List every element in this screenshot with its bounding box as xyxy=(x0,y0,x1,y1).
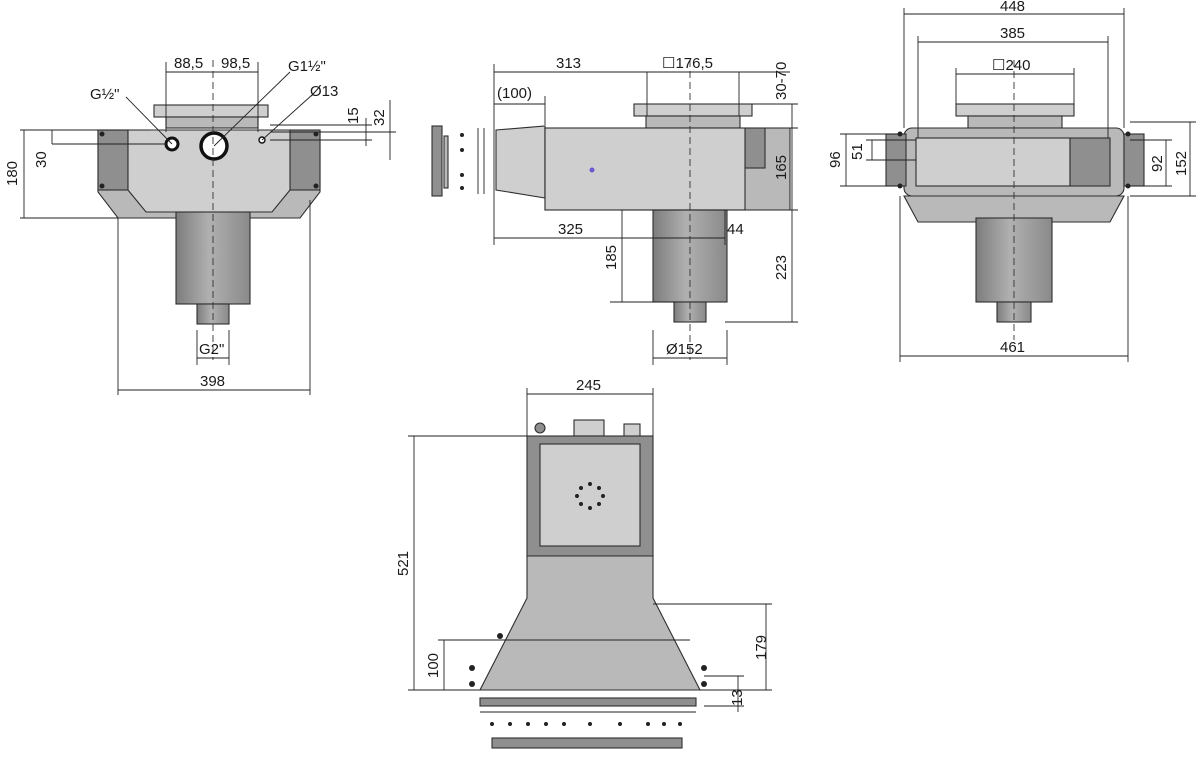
right-dim-51: 51 xyxy=(849,143,866,160)
side-dim-sq176: ☐176,5 xyxy=(662,55,713,72)
drain-holes xyxy=(575,482,605,510)
side-dim-223: 223 xyxy=(773,255,790,280)
front-dim-88-5: 88,5 xyxy=(174,55,203,72)
side-view xyxy=(431,60,798,365)
bottom-dim-100: 100 xyxy=(425,653,442,678)
front-dim-15: 15 xyxy=(345,107,362,124)
right-dim-385: 385 xyxy=(1000,25,1025,42)
side-dim-100: (100) xyxy=(497,85,532,102)
front-dim-g-1half: G1½" xyxy=(288,58,326,75)
side-dim-165: 165 xyxy=(773,155,790,180)
side-dim-185: 185 xyxy=(603,245,620,270)
right-dim-sq240: ☐240 xyxy=(992,57,1030,74)
side-dim-325: 325 xyxy=(558,221,583,238)
right-dim-461: 461 xyxy=(1000,339,1025,356)
right-dim-448: 448 xyxy=(1000,0,1025,15)
bottom-dim-13: 13 xyxy=(729,689,746,706)
front-dim-d13: Ø13 xyxy=(310,83,338,100)
front-dim-180: 180 xyxy=(4,161,21,186)
side-dim-44: 44 xyxy=(727,221,744,238)
side-dim-313: 313 xyxy=(556,55,581,72)
front-dim-g2: G2" xyxy=(199,341,224,358)
front-dim-98-5: 98,5 xyxy=(221,55,250,72)
bottom-dim-179: 179 xyxy=(753,635,770,660)
right-dim-92: 92 xyxy=(1149,155,1166,172)
front-dim-32: 32 xyxy=(371,109,388,126)
right-dim-152: 152 xyxy=(1173,151,1190,176)
front-dim-30: 30 xyxy=(33,151,50,168)
bolt-row xyxy=(490,722,682,726)
right-dim-96: 96 xyxy=(827,151,844,168)
bottom-dim-245: 245 xyxy=(576,377,601,394)
front-dim-g-half: G½" xyxy=(90,86,120,103)
right-view xyxy=(840,8,1196,362)
bottom-view xyxy=(408,388,772,749)
side-dim-30-70: 30-70 xyxy=(773,62,790,100)
bottom-dim-521: 521 xyxy=(395,551,412,576)
front-view xyxy=(20,60,396,395)
front-dim-398: 398 xyxy=(200,373,225,390)
side-dim-d152: Ø152 xyxy=(666,341,703,358)
